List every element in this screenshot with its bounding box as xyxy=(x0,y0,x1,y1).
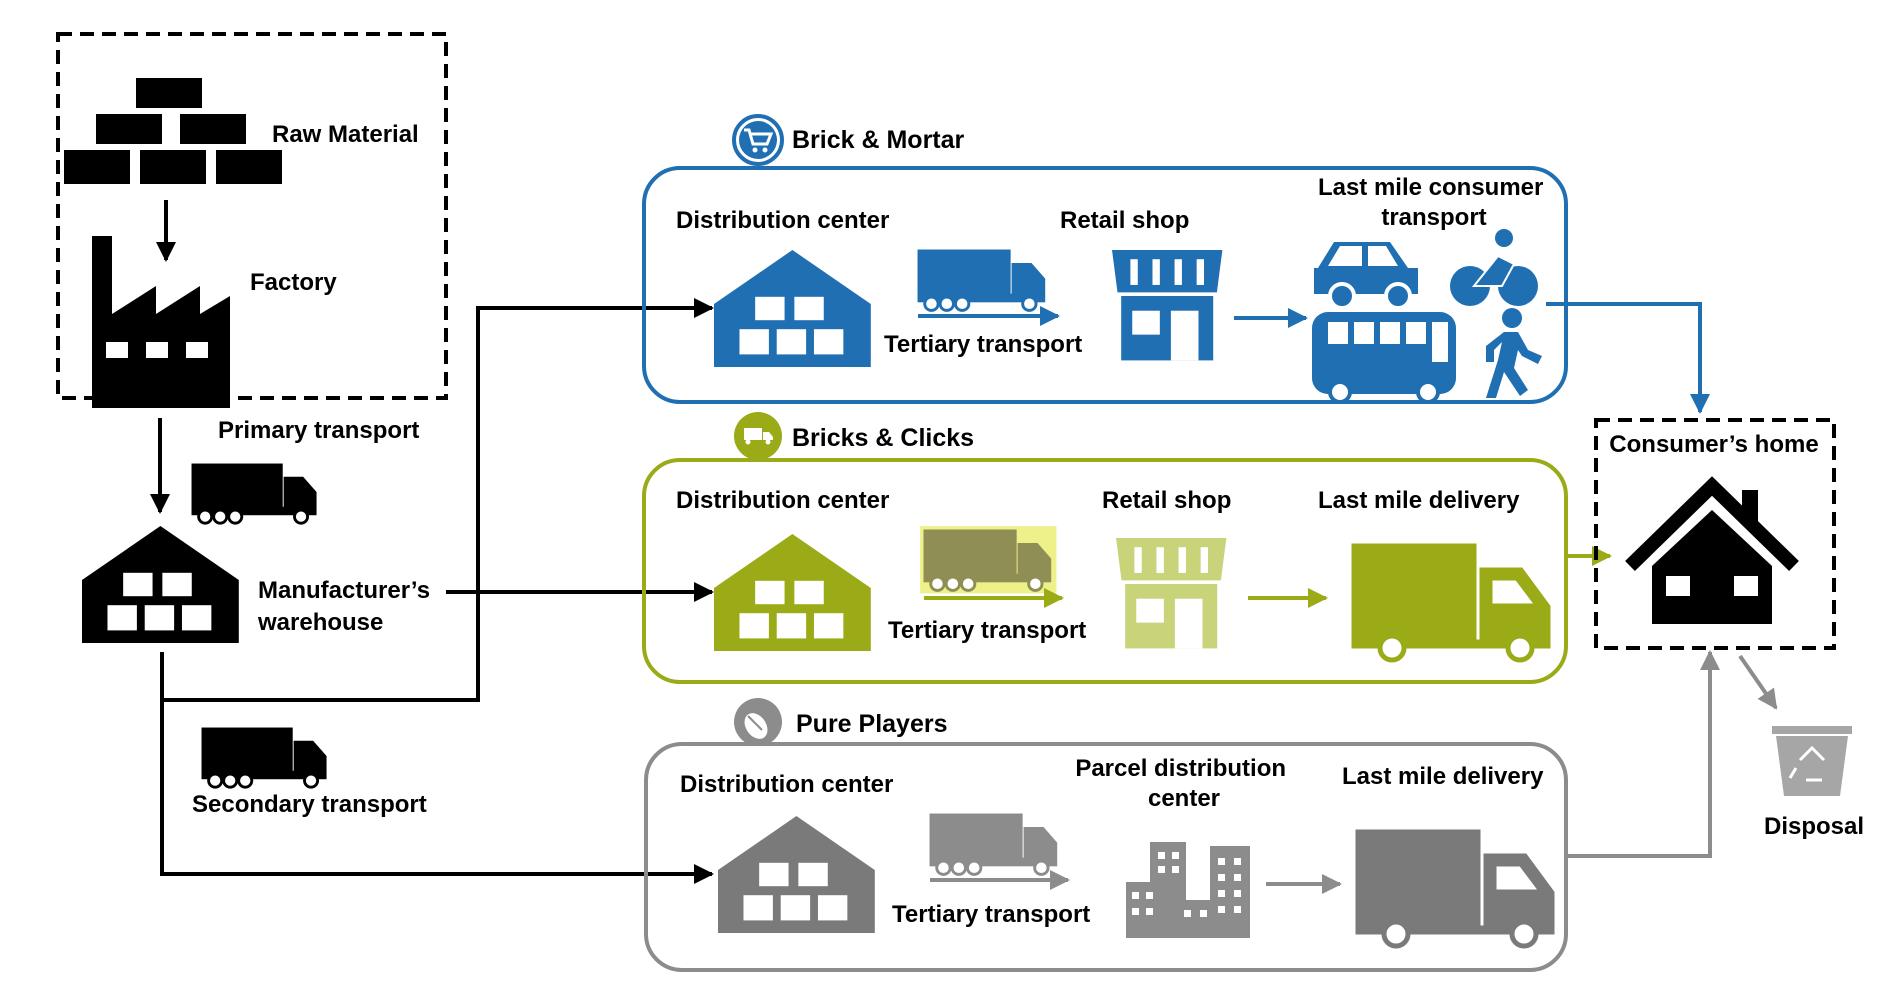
manufacturer-warehouse-label: Manufacturer’s warehouse xyxy=(257,577,437,636)
pp-last-mile-label: Last mile delivery xyxy=(1342,763,1544,790)
mouse-icon xyxy=(734,698,782,746)
pp-to-home-arrow xyxy=(1568,650,1720,858)
consumer-home-box xyxy=(1594,418,1836,650)
truck-icon xyxy=(928,812,1059,876)
bm-last-mile-label: Last mile consumer transport xyxy=(1318,174,1550,231)
factory-icon xyxy=(92,236,230,408)
cyclist-icon xyxy=(1450,229,1538,306)
bricks-clicks-box xyxy=(642,458,1568,684)
primary-transport-label: Primary transport xyxy=(218,417,419,444)
disposal-label: Disposal xyxy=(1764,813,1864,840)
bm-retail-shop-label: Retail shop xyxy=(1060,207,1189,234)
bc-distribution-center-label: Distribution center xyxy=(676,487,889,514)
buildings-icon xyxy=(1126,842,1250,938)
connector-to-brick-mortar xyxy=(162,298,714,702)
delivery-van-icon xyxy=(1352,544,1550,660)
bricks-clicks-title: Bricks & Clicks xyxy=(792,424,974,452)
shop-icon xyxy=(1112,250,1223,361)
bm-last-mile-line2: transport xyxy=(1381,204,1486,231)
bc-tertiary-label: Tertiary transport xyxy=(888,617,1086,644)
secondary-transport-label: Secondary transport xyxy=(192,791,427,818)
pp-parcel-center-label: Parcel distribution center xyxy=(1075,755,1292,812)
pure-players-box xyxy=(644,742,1568,972)
cart-icon xyxy=(732,114,784,166)
pp-parcel-line2: center xyxy=(1148,785,1220,812)
truck-icon xyxy=(190,462,318,525)
raw-material-label: Raw Material xyxy=(272,121,419,148)
manufacturer-warehouse-line1: Manufacturer’s xyxy=(258,577,430,604)
truck-icon xyxy=(734,412,782,460)
bus-icon xyxy=(1312,312,1456,404)
brick-mortar-title: Brick & Mortar xyxy=(792,126,965,154)
pp-parcel-line1: Parcel distribution xyxy=(1075,755,1286,782)
shop-icon xyxy=(1116,538,1227,649)
bc-retail-shop-label: Retail shop xyxy=(1102,487,1231,514)
connector-to-pure-players xyxy=(160,652,714,884)
truck-icon xyxy=(920,526,1057,594)
bm-last-mile-line1: Last mile consumer xyxy=(1318,174,1543,201)
consumer-home-label: Consumer’s home xyxy=(1609,431,1818,458)
pp-distribution-center-label: Distribution center xyxy=(680,771,893,798)
car-icon xyxy=(1314,242,1418,310)
origin-box xyxy=(56,32,448,400)
bc-last-mile-label: Last mile delivery xyxy=(1318,487,1520,514)
warehouse-icon xyxy=(714,250,871,367)
warehouse-icon xyxy=(718,816,875,933)
factory-label: Factory xyxy=(250,269,337,296)
truck-icon xyxy=(916,248,1047,312)
brick-mortar-box xyxy=(642,166,1568,404)
bm-to-home-arrow xyxy=(1546,302,1710,414)
pedestrian-icon xyxy=(1486,308,1542,398)
manufacturer-warehouse-line2: warehouse xyxy=(257,609,383,636)
bricks-icon xyxy=(64,78,282,184)
truck-icon xyxy=(200,726,328,789)
warehouse-icon xyxy=(82,526,239,643)
home-to-disposal-arrow xyxy=(1738,654,1778,710)
pure-players-title: Pure Players xyxy=(796,710,948,738)
delivery-van-icon xyxy=(1356,830,1554,946)
warehouse-icon xyxy=(714,534,871,651)
recycle-bin-icon xyxy=(1772,726,1852,796)
pp-tertiary-label: Tertiary transport xyxy=(892,901,1090,928)
bm-distribution-center-label: Distribution center xyxy=(676,207,889,234)
house-icon xyxy=(1625,476,1799,624)
bm-tertiary-label: Tertiary transport xyxy=(884,331,1082,358)
